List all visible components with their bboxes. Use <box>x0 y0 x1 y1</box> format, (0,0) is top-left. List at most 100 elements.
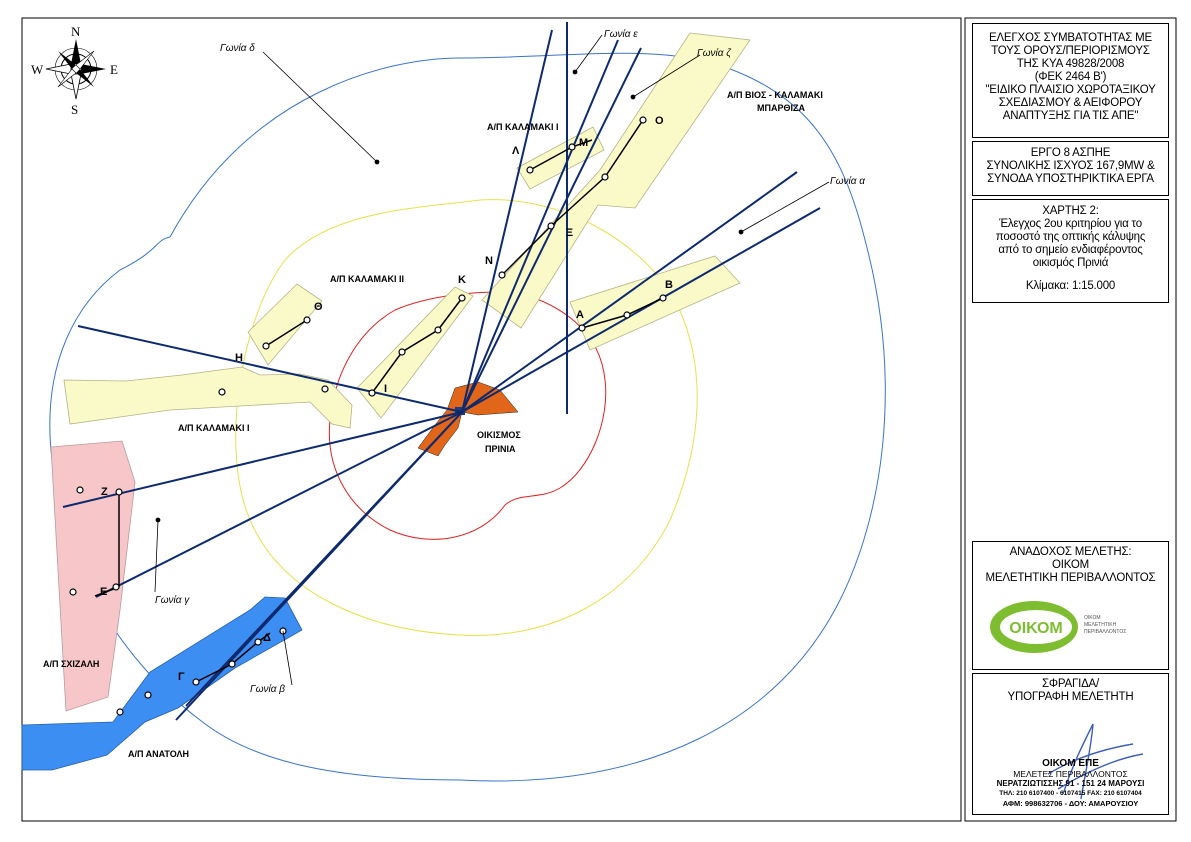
label-ap-anatoli: Α/Π ΑΝΑΤΟΛΗ <box>128 749 189 759</box>
wind-area-anatoli <box>21 596 303 771</box>
turbine-markers <box>69 116 667 716</box>
label-angle-beta: Γωνία β <box>250 683 285 695</box>
panel-contractor-line: ΟΙΚΟΜ <box>1052 559 1089 571</box>
point-label-e: Ε <box>100 586 107 598</box>
label-angle-epsilon: Γωνία ε <box>604 28 638 40</box>
wind-area-kalamaki-ii-west <box>247 283 323 366</box>
sight-line-xi <box>461 39 619 413</box>
oikom-logo: ΟΙΚΟΜ ΟΙΚΟΜ ΜΕΛΕΤΗΤΙΚΗ ΠΕΡΙΒΑΛΛΟΝΤΟΣ <box>989 601 1126 653</box>
point-label-th: Θ <box>314 301 323 313</box>
logo-text: ΟΙΚΟΜ <box>1009 620 1062 637</box>
compass-south-label: S <box>71 102 78 117</box>
panel-project-line: ΕΡΓΟ 8 ΑΣΠΗΕ <box>1030 147 1111 159</box>
panel-contractor-box: ΑΝΑΔΟΧΟΣ ΜΕΛΕΤΗΣ: ΟΙΚΟΜ ΜΕΛΕΤΗΤΙΚΗ ΠΕΡΙΒ… <box>972 541 1169 670</box>
sight-line-alpha <box>461 171 798 413</box>
panel-project-line: ΣΥΝΟΛΙΚΗΣ ΙΣΧΥΟΣ 167,9MW & <box>986 160 1155 172</box>
point-label-i: Ι <box>384 383 387 395</box>
label-angle-alpha: Γωνία α <box>830 175 865 187</box>
sight-line-z <box>62 411 463 508</box>
sight-line-zeta <box>461 47 642 413</box>
panel-title-line: ΣΧΕΔΙΑΣΜΟΥ & ΑΕΙΦΟΡΟΥ <box>998 97 1143 109</box>
panel-map-desc-line: από το σημείο ενδιαφέροντος <box>998 244 1143 256</box>
logo-small-line: ΠΕΡΙΒΑΛΛΟΝΤΟΣ <box>1084 629 1126 635</box>
panel-contractor-line: ΑΝΑΔΟΧΟΣ ΜΕΛΕΤΗΣ: <box>1009 546 1132 558</box>
wind-area-schizali <box>50 440 136 712</box>
stamp-line: ΝΕΡΑΤΖΙΩΤΙΣΣΗΣ 91 - 151 24 ΜΑΡΟΥΣΙ <box>996 779 1145 788</box>
panel-stamp-title-line: ΥΠΟΓΡΑΦΗ ΜΕΛΕΤΗΤΗ <box>1007 691 1134 703</box>
point-label-n: Ν <box>485 255 493 267</box>
compass-east-label: E <box>110 62 118 77</box>
stamp-line: ΤΗΛ: 210 6107400 - 6107415 FAX: 210 6107… <box>999 790 1142 797</box>
panel-title-box: ΕΛΕΓΧΟΣ ΣΥΜΒΑΤΟΤΗΤΑΣ ΜΕ ΤΟΥΣ ΟΡΟΥΣ/ΠΕΡΙΟ… <box>972 23 1169 138</box>
panel-title-line: ΤΟΥΣ ΟΡΟΥΣ/ΠΕΡΙΟΡΙΣΜΟΥΣ <box>991 45 1150 57</box>
signature-icon <box>1047 723 1144 800</box>
stamp-line: ΑΦΜ: 998632706 - ΔΟΥ: ΑΜΑΡΟΥΣΙΟΥ <box>1002 799 1139 808</box>
logo-small-line: ΜΕΛΕΤΗΤΙΚΗ <box>1084 622 1117 628</box>
inner-visibility-circle <box>328 291 607 540</box>
sight-line-b <box>461 207 821 413</box>
middle-visibility-circle <box>235 199 698 636</box>
sight-line-beta <box>175 411 463 721</box>
stamp-line: ΜΕΛΕΤΕΣ ΠΕΡΙΒΑΛΛΟΝΤΟΣ <box>1013 769 1128 779</box>
label-ap-kalamaki-i-left: Α/Π ΚΑΛΑΜΑΚΙ Ι <box>178 423 250 433</box>
label-angle-delta: Γωνία δ <box>220 42 255 54</box>
point-label-d: Δ <box>263 632 271 644</box>
panel-project-box: ΕΡΓΟ 8 ΑΣΠΗΕ ΣΥΝΟΛΙΚΗΣ ΙΣΧΥΟΣ 167,9MW & … <box>972 141 1169 196</box>
label-ap-schizali: Α/Π ΣΧΙΖΑΛΗ <box>43 659 99 669</box>
panel-title-line: (ΦΕΚ 2464 Β') <box>1034 71 1107 83</box>
panel-stamp-title-line: ΣΦΡΑΓΙΔΑ/ <box>1041 678 1100 690</box>
stamp-line: ΟΙΚΟΜ ΕΠΕ <box>1042 758 1099 769</box>
label-oikismos-line1: ΟΙΚΙΣΜΟΣ <box>477 430 521 440</box>
wind-area-kalamaki-i-west <box>63 366 353 429</box>
panel-stamp-box: ΣΦΡΑΓΙΔΑ/ ΥΠΟΓΡΑΦΗ ΜΕΛΕΤΗΤΗ ΟΙΚΟΜ ΕΠΕ ΜΕ… <box>972 673 1169 815</box>
logo-inner <box>999 610 1072 644</box>
point-label-g: Γ <box>178 671 185 683</box>
logo-small-line: ΟΙΚΟΜ <box>1084 615 1101 621</box>
panel-title-line: ΑΝΑΠΤΥΞΗΣ ΓΙΑ ΤΙΣ ΑΠΕ" <box>1002 110 1139 122</box>
compass-rose: N S E W <box>31 24 118 117</box>
label-ap-kalamaki-i-top: Α/Π ΚΑΛΑΜΑΚΙ Ι <box>487 122 559 132</box>
company-stamp: ΟΙΚΟΜ ΕΠΕ ΜΕΛΕΤΕΣ ΠΕΡΙΒΑΛΛΟΝΤΟΣ ΝΕΡΑΤΖΙΩ… <box>973 704 1168 808</box>
panel-map-desc-line: Έλεγχος 2ου κριτηρίου για το <box>999 218 1142 230</box>
label-angle-gamma: Γωνία γ <box>155 594 190 606</box>
point-label-a: Α <box>576 309 584 321</box>
label-oikismos-line2: ΠΡΙΝΙΑ <box>485 444 516 454</box>
sight-line-h <box>77 325 463 413</box>
label-angle-zeta: Γωνία ζ <box>697 47 732 59</box>
label-ap-vios-line2: ΜΠΑΡΘΙΖΑ <box>757 103 805 113</box>
sight-line-e <box>95 411 463 598</box>
point-label-l: Λ <box>512 145 520 157</box>
panel-contractor-line: ΜΕΛΕΤΗΤΙΚΗ ΠΕΡΙΒΑΛΛΟΝΤΟΣ <box>985 572 1156 584</box>
panel-map-title: ΧΑΡΤΗΣ 2: <box>1042 205 1099 217</box>
panel-scale: Κλίμακα: 1:15.000 <box>1025 280 1116 292</box>
panel-map-info-box: ΧΑΡΤΗΣ 2: Έλεγχος 2ου κριτηρίου για το π… <box>972 199 1169 303</box>
sight-lines <box>62 22 821 721</box>
wind-area-kalamaki-ii-east <box>356 286 474 419</box>
turbine-string-ki <box>371 297 463 394</box>
point-label-h: Η <box>235 352 243 364</box>
wind-area-vios <box>481 32 751 329</box>
point-label-m: Μ <box>579 137 588 149</box>
panel-title-line: ΤΗΣ ΚΥΑ 49828/2008 <box>1016 58 1125 70</box>
legend-frame <box>964 17 1177 822</box>
compass-west-label: W <box>31 62 44 77</box>
stamp-text: ΟΙΚΟΜ ΕΠΕ ΜΕΛΕΤΕΣ ΠΕΡΙΒΑΛΛΟΝΤΟΣ ΝΕΡΑΤΖΙΩ… <box>973 759 1168 809</box>
angle-leaders <box>154 34 830 686</box>
point-label-z: Ζ <box>101 486 108 498</box>
compass-north-label: N <box>71 24 81 39</box>
panel-project-line: ΣΥΝΟΔΑ ΥΠΟΣΤΗΡΙΚΤΙΚΑ ΕΡΓΑ <box>987 173 1154 185</box>
turbine-string-th <box>265 319 308 347</box>
label-ap-kalamaki-ii: Α/Π ΚΑΛΑΜΑΚΙ ΙΙ <box>330 274 404 284</box>
sight-line-epsilon <box>461 29 553 413</box>
point-label-xi: Ξ <box>566 227 573 239</box>
panel-title-line: "ΕΙΔΙΚΟ ΠΛΑΙΣΙΟ ΧΩΡΟΤΑΞΙΚΟΥ <box>985 84 1156 96</box>
point-label-k: Κ <box>458 274 466 286</box>
panel-map-desc-line: οικισμός Πρινιά <box>1032 257 1109 269</box>
label-ap-vios-line1: Α/Π ΒΙΟΣ - ΚΑΛΑΜΑΚΙ <box>727 90 823 100</box>
turbine-string-no <box>501 119 644 276</box>
turbine-string-gd <box>195 632 271 683</box>
point-label-o: Ο <box>655 115 664 127</box>
map-frame <box>21 17 962 822</box>
panel-title-line: ΕΛΕΓΧΟΣ ΣΥΜΒΑΤΟΤΗΤΑΣ ΜΕ <box>988 32 1152 44</box>
